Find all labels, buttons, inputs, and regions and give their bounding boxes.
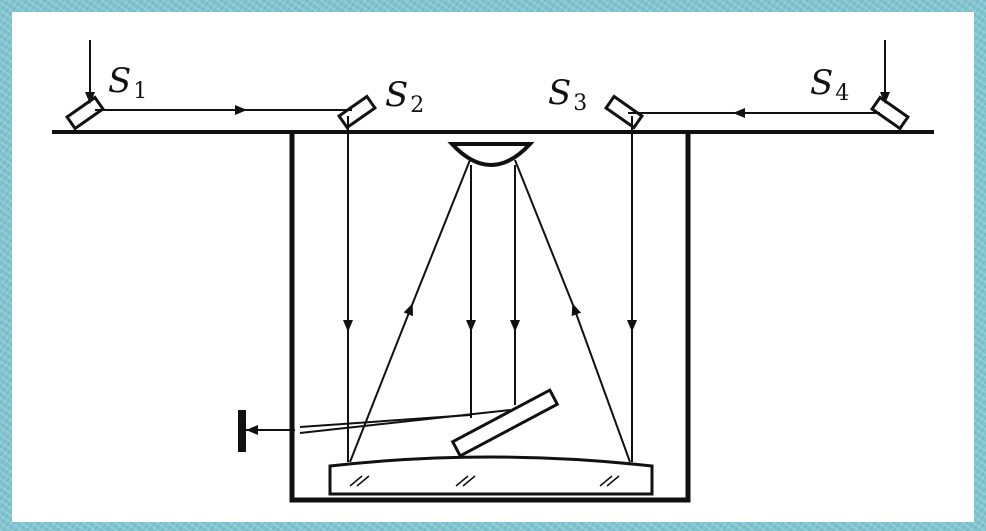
collimator-mirror [447,142,535,167]
beam-left-diagonal-up [349,303,413,463]
mirror-s4 [869,95,911,131]
label-s2: S2 [385,75,424,118]
ray-grating-to-detector-b [299,409,511,434]
mirror-s1 [64,95,106,131]
label-s1: S1 [108,61,147,104]
beam-right-diagonal-up [571,303,631,463]
bottom-spherical-mirror [328,455,654,496]
label-s4: S4 [810,63,849,106]
beam-left-diagonal-up-b [411,159,471,306]
label-s3: S3 [548,73,587,116]
diffraction-grating [450,388,560,458]
beam-right-diagonal-up-b [514,159,574,306]
mirror-s2 [336,94,378,130]
instrument-housing [289,134,691,503]
